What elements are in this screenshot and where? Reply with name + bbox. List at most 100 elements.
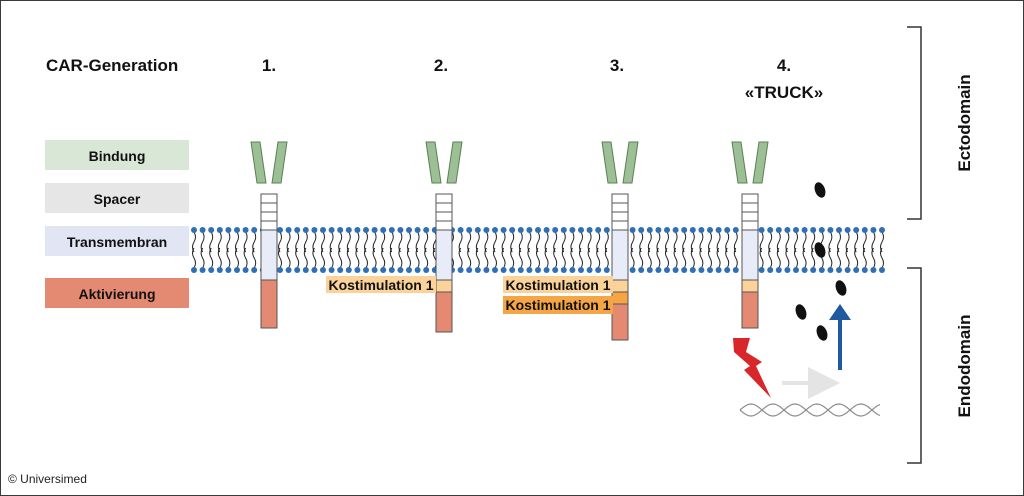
lipid-tail [561,231,566,253]
lipid-tail [372,247,377,269]
lipid-head [302,227,309,233]
lipid-tail [699,247,704,269]
lipid-tail [690,247,695,269]
cytokine-dot [835,280,847,296]
lipid-tail [708,231,712,253]
lipid-tail [639,247,644,269]
spacer-segment [741,220,759,231]
lipid-head [199,227,206,233]
lipid-tail [828,247,833,269]
lipid-tail [880,231,884,253]
lipid-tail [880,247,884,269]
transmembrane-domain [611,229,629,281]
spacer-segment [741,211,759,222]
lipid-tail [854,247,859,269]
lipid-tail [484,247,489,269]
transmembrane-domain [260,229,278,281]
lipid-tail [570,247,575,269]
lipid-tail [295,247,300,269]
lipid-tail [811,247,816,269]
legend: Bindung Spacer Transmembran Aktivierung [45,140,189,308]
lipid-tail [862,247,867,269]
lipid-head [664,267,670,273]
spacer-segment [611,220,629,231]
lipid-tail [802,231,807,253]
lipid-tail [708,247,712,269]
lipid-tail [355,247,360,269]
spacer-segment [611,211,629,222]
lipid-head [466,227,473,233]
lipid-head [801,227,808,233]
lipid-head [578,267,584,273]
lipid-head [302,267,309,273]
legend-label-spacer: Spacer [94,191,141,207]
lipid-head [810,267,817,273]
lipid-head [629,227,636,233]
transmembrane-domain [435,229,453,281]
lipid-tail [286,247,291,269]
lipid-tail [501,231,506,253]
lipid-head [285,267,292,273]
lipid-head [836,267,842,273]
lipid-tail [278,247,282,269]
costim-gen3-label-1: Kostimulation 1 [505,277,610,293]
lipid-head [560,267,567,273]
lipid-tail [209,231,214,253]
cytokine-dot [814,242,826,258]
lipid-tail [346,231,351,253]
lipid-head [363,227,369,233]
lipid-tail [630,231,635,253]
lipid-head [500,227,507,233]
endodomain-bracket [907,267,922,464]
costimulatory-domain [611,291,629,305]
lipid-tail [192,231,196,253]
lipid-tail [364,231,368,253]
lipid-head [569,227,576,233]
binding-domain [446,141,463,184]
lipid-head [552,227,559,233]
costim-gen3-label-2: Kostimulation 1 [505,297,610,313]
lipid-head [810,227,817,233]
lipid-head [827,267,834,273]
lipid-head [526,227,533,233]
spacer-segment [260,202,278,213]
lipid-tail [647,231,652,253]
lipid-head [285,227,292,233]
lipid-head [492,267,498,273]
lipid-head [853,227,860,233]
lipid-head [724,227,731,233]
lipid-tail [518,231,523,253]
lipid-head [380,267,387,273]
lipid-head [225,227,232,233]
lipid-head [320,267,326,273]
lipid-head [216,267,223,273]
lipid-tail [321,247,325,269]
lipid-tail [493,231,497,253]
lipid-head [664,227,670,233]
lipid-tail [355,231,360,253]
lipid-tail [243,231,248,253]
lipid-head [320,227,326,233]
lipid-head [397,267,404,273]
lipid-head [406,227,412,233]
lipid-head [681,267,688,273]
spacer-segment [741,202,759,213]
lipid-head [328,227,335,233]
lipid-head [354,267,361,273]
lipid-tail [493,247,497,269]
lipid-tail [286,231,291,253]
costimulatory-domain [611,279,629,293]
activation-domain [260,279,278,329]
lipid-head [414,267,421,273]
lipid-tail [415,247,420,269]
lipid-tail [587,231,592,253]
lipid-head [406,267,412,273]
copyright: © Universimed [8,472,87,486]
spacer-segment [260,220,278,231]
ectodomain-bracket [907,26,922,220]
lipid-head [234,227,240,233]
lipid-head [732,267,739,273]
lipid-head [689,227,696,233]
binding-domain [752,141,769,184]
lipid-head [767,267,774,273]
